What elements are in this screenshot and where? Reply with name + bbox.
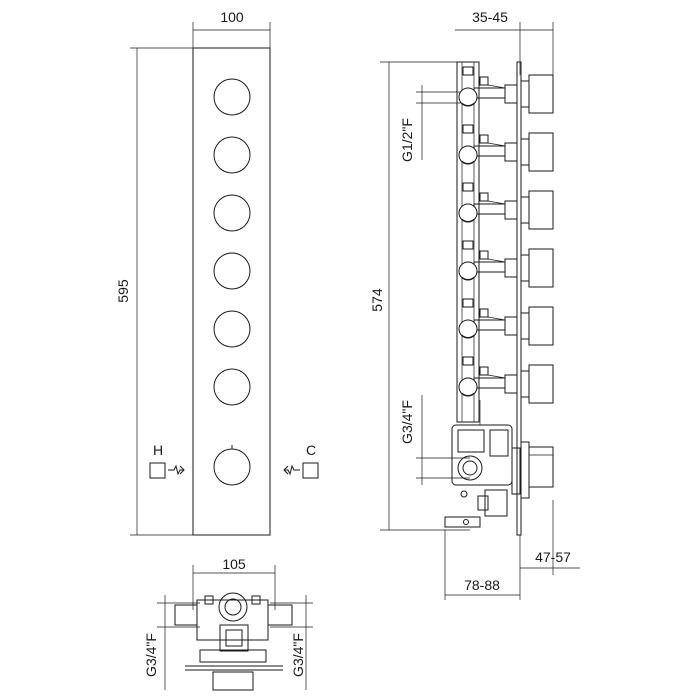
thermostat-knob <box>213 445 251 486</box>
valve-module <box>458 356 554 404</box>
manifold-body <box>456 61 480 423</box>
valve-module <box>458 124 554 172</box>
valve-module <box>458 66 554 114</box>
bottom-right-thread-label: G3/4"F <box>290 633 306 677</box>
side-faceplate <box>516 61 522 536</box>
valve-knob <box>213 368 251 406</box>
faceplate <box>192 47 271 536</box>
side-height-dimension: 574 <box>369 288 385 312</box>
bottom-inlet-port <box>218 592 248 622</box>
valve-knob <box>213 194 251 232</box>
hot-inlet-icon <box>149 462 166 479</box>
front-height-dimension: 595 <box>115 279 131 303</box>
valve-knob <box>213 78 251 116</box>
cold-label: C <box>306 442 316 458</box>
bottom-view: 105 G3/4"F G3/4"F <box>143 556 313 691</box>
body-depth-dimension: 47-57 <box>535 549 571 565</box>
inlet-thread-label: G3/4"F <box>399 400 415 444</box>
cold-arrow-icon <box>283 464 300 476</box>
cold-inlet-icon <box>302 462 319 479</box>
hot-label: H <box>153 442 163 458</box>
bottom-left-thread-label: G3/4"F <box>143 633 159 677</box>
valve-knob <box>213 310 251 348</box>
valve-stack <box>458 66 554 404</box>
side-view: 35-45 574 G1/2"F G3/4"F <box>369 9 580 600</box>
front-width-dimension: 100 <box>220 9 244 25</box>
valve-module <box>458 298 554 346</box>
outlet-thread-label: G1/2"F <box>399 118 415 162</box>
hot-arrow-icon <box>168 464 185 476</box>
front-view: 100 595 H C <box>115 9 319 536</box>
valve-module <box>458 240 554 288</box>
knob-column <box>213 78 251 486</box>
total-depth-dimension: 78-88 <box>464 577 500 593</box>
bottom-width-dimension: 105 <box>222 556 246 572</box>
side-depth-dimension: 35-45 <box>472 9 508 25</box>
valve-knob <box>213 136 251 174</box>
thermostatic-body <box>444 400 554 528</box>
valve-knob <box>213 252 251 290</box>
valve-module <box>458 182 554 230</box>
